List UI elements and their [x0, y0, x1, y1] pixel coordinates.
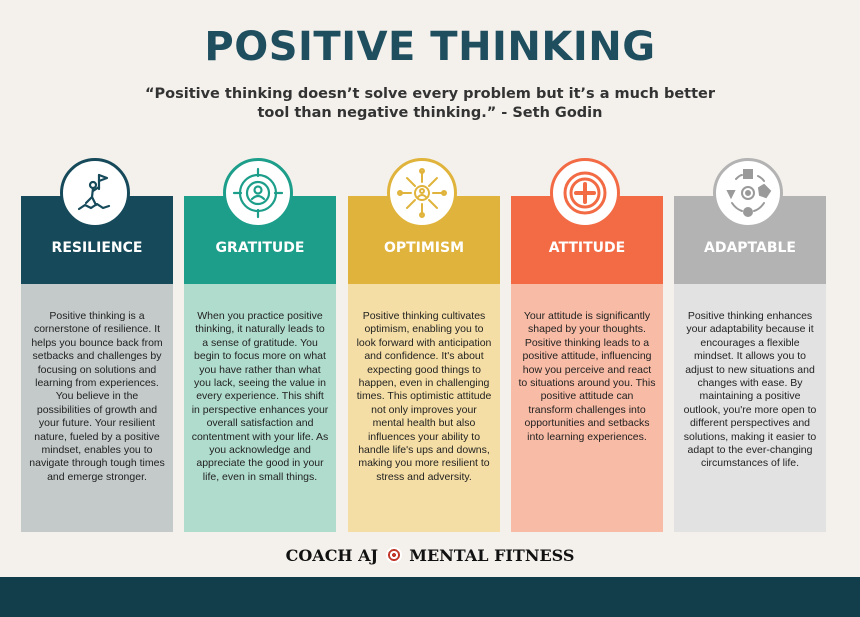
climber-flag-icon [77, 173, 111, 211]
card-label: ATTITUDE [548, 240, 626, 256]
icon-circle [713, 158, 783, 228]
card-label: RESILIENCE [51, 240, 143, 256]
card-body: Positive thinking cultivates optimism, e… [348, 284, 500, 532]
card-resilience: RESILIENCE Positive thinking is a corner… [21, 158, 173, 532]
card-body: Positive thinking enhances your adaptabi… [674, 284, 826, 532]
plus-circle-icon [563, 171, 607, 215]
card-header: ATTITUDE [511, 158, 663, 284]
card-header: RESILIENCE [21, 158, 173, 284]
network-people-icon [397, 168, 447, 218]
icon-circle [60, 158, 130, 228]
icon-circle [223, 158, 293, 228]
footer-band [0, 577, 860, 617]
card-body: Positive thinking is a cornerstone of re… [21, 284, 173, 532]
page-title: POSITIVE THINKING [204, 24, 656, 70]
card-header: GRATITUDE [184, 158, 336, 284]
card-body: Your attitude is significantly shaped by… [511, 284, 663, 532]
shapes-cycle-icon [726, 169, 772, 217]
card-label: GRATITUDE [215, 240, 305, 256]
card-label: OPTIMISM [383, 240, 465, 256]
card-body: When you practice positive thinking, it … [184, 284, 336, 532]
footer-brand-right: MENTAL FITNESS [409, 546, 575, 565]
card-optimism: OPTIMISM Positive thinking cultivates op… [348, 158, 500, 532]
card-header: ADAPTABLE [674, 158, 826, 284]
card-header: OPTIMISM [348, 158, 500, 284]
card-gratitude: GRATITUDE When you practice positive thi… [184, 158, 336, 532]
card-label: ADAPTABLE [703, 240, 796, 256]
target-person-icon [232, 167, 284, 219]
card-adaptable: ADAPTABLE Positive thinking enhances you… [674, 158, 826, 532]
icon-circle [387, 158, 457, 228]
footer-brand-left: COACH AJ [285, 546, 379, 565]
dart-target-icon [385, 547, 402, 563]
quote: “Positive thinking doesn’t solve every p… [144, 86, 716, 121]
card-attitude: ATTITUDE Your attitude is significantly … [511, 158, 663, 532]
footer-brand: COACH AJ MENTAL FITNESS [0, 546, 860, 565]
icon-circle [550, 158, 620, 228]
